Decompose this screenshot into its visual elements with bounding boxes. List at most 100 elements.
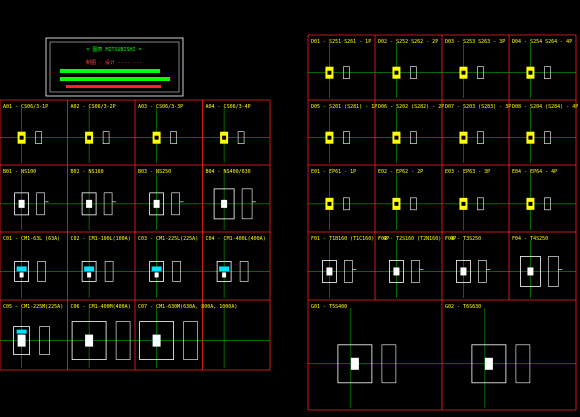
device-symbol	[526, 197, 551, 211]
device-toggle	[394, 70, 399, 75]
cell-label: D01 - S251 S261 - 1P	[311, 39, 371, 45]
breaker-side-view	[39, 326, 50, 355]
device-symbol	[85, 131, 110, 144]
breaker-side-view	[172, 261, 181, 282]
title-bar-red	[66, 85, 161, 88]
breaker-side-view	[104, 261, 114, 282]
breaker-side-view	[344, 260, 357, 283]
cell-label: E01 - EP61 - 1P	[311, 169, 356, 175]
device-symbol	[149, 261, 181, 282]
cell-label: C04 - CM1-400L(400A)	[206, 236, 266, 242]
cell-label: B02 - NS160	[71, 169, 104, 175]
device-symbol	[14, 261, 46, 282]
breaker-handle	[222, 272, 227, 278]
cell-label: A02 - CS06/3-2P	[71, 104, 116, 110]
breaker-window	[151, 266, 162, 272]
breaker-window	[219, 266, 230, 272]
cell-label: E03 - EP63 - 3P	[445, 169, 490, 175]
breaker-front	[213, 188, 235, 220]
cell-label: B01 - NS100	[3, 169, 36, 175]
breaker-front	[81, 192, 97, 216]
cell-label: C01 - CM1-63L (63A)	[3, 236, 60, 242]
device-side-view	[477, 197, 484, 211]
cell-label: B04 - NS400/630	[206, 169, 251, 175]
device-toggle	[461, 135, 466, 140]
breaker-side-view	[381, 344, 397, 384]
device-side-view	[477, 131, 484, 144]
breaker-side-view	[103, 192, 117, 216]
breaker-front	[14, 192, 30, 216]
device-side-view	[170, 131, 177, 144]
device-symbol	[220, 131, 245, 144]
breaker-side-view	[239, 261, 249, 282]
device-symbol	[389, 260, 424, 283]
cell-label: D06 - S202 (S282) - 2P	[378, 104, 444, 110]
device-symbol	[322, 260, 357, 283]
cell-label: D05 - S201 (S281) - 1P	[311, 104, 377, 110]
device-symbol	[216, 261, 249, 282]
breaker-front	[216, 261, 232, 282]
device-side-view	[544, 197, 551, 211]
breaker-handle	[460, 267, 467, 276]
breaker-front	[14, 261, 30, 282]
cell-label: E02 - EP62 - 2P	[378, 169, 423, 175]
breaker-handle	[154, 272, 159, 278]
device-symbol	[149, 192, 184, 216]
device-symbol	[213, 188, 257, 220]
cell-label: G01 - T5S400	[311, 304, 347, 310]
device-symbol	[325, 66, 350, 79]
device-symbol	[325, 197, 350, 211]
device-symbol	[71, 321, 131, 361]
breaker-front	[337, 344, 373, 384]
breaker-side-view	[115, 321, 131, 360]
device-toggle	[327, 201, 332, 206]
breaker-handle	[19, 272, 24, 278]
device-symbol	[337, 344, 397, 384]
device-symbol	[526, 66, 551, 79]
cell-label: A04 - CS06/3-4P	[206, 104, 251, 110]
device-symbol	[471, 344, 531, 384]
device-toggle	[394, 201, 399, 206]
device-side-view	[343, 66, 350, 79]
breaker-front	[471, 344, 507, 384]
breaker-front	[322, 260, 337, 283]
breaker-window	[16, 329, 27, 334]
breaker-window	[84, 266, 95, 272]
device-toggle	[528, 201, 533, 206]
breaker-front	[389, 260, 404, 283]
breaker-handle	[153, 199, 160, 208]
breaker-handle	[17, 334, 26, 347]
cell-label: F01 - T1B160 (T1C160) - 4P	[311, 236, 389, 242]
cell-label: F03 - T3S250	[445, 236, 481, 242]
breaker-handle	[527, 267, 534, 276]
device-toggle	[461, 201, 466, 206]
device-side-view	[544, 66, 551, 79]
title-bar-green-2	[60, 77, 170, 81]
breaker-handle	[484, 357, 493, 370]
device-side-view	[477, 66, 484, 79]
device-toggle	[222, 135, 227, 140]
device-toggle	[528, 135, 533, 140]
title-bar-green	[60, 69, 160, 73]
title-subtitle: 制图 · 设计 ---- ---	[86, 59, 142, 66]
device-side-view	[237, 131, 245, 144]
device-toggle	[87, 135, 92, 140]
device-symbol	[139, 321, 198, 361]
title-frame	[45, 37, 184, 97]
cell-label: F04 - T4S250	[512, 236, 548, 242]
device-side-view	[410, 131, 417, 144]
device-side-view	[343, 197, 350, 211]
device-toggle	[528, 70, 533, 75]
breaker-handle	[18, 199, 25, 208]
breaker-front	[13, 326, 31, 356]
breaker-side-view	[36, 192, 49, 216]
title-block: = 图表 MITSUBISHI = 制图 · 设计 ---- ---	[45, 37, 184, 97]
cell-label: D03 - S253 S263 - 3P	[445, 39, 505, 45]
breaker-side-view	[37, 261, 46, 282]
cell-label: A01 - CS06/3-1P	[3, 104, 48, 110]
breaker-front	[456, 260, 471, 283]
breaker-side-view	[478, 260, 491, 283]
breaker-side-view	[183, 321, 198, 360]
device-side-view	[410, 197, 417, 211]
